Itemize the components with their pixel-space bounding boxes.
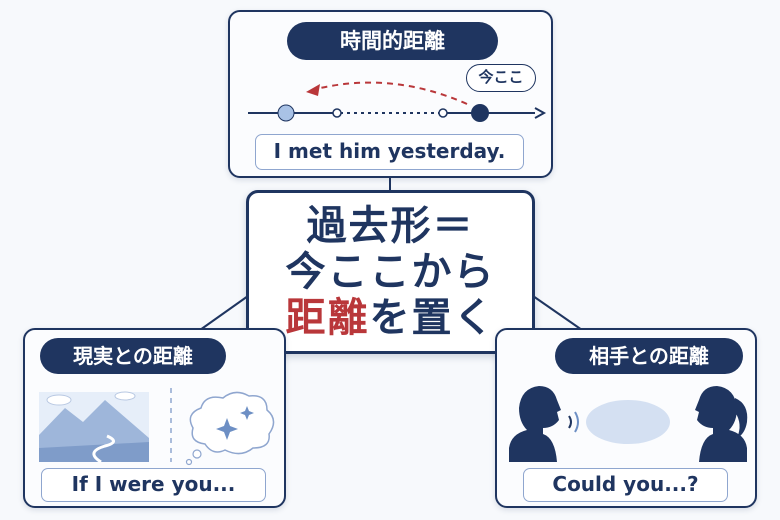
concept-line-2: 今ここから xyxy=(285,249,496,295)
listener-head-icon xyxy=(695,386,747,462)
interpersonal-illustration xyxy=(509,386,748,462)
connector-right xyxy=(532,295,583,331)
distance-space xyxy=(586,400,670,444)
mid-point-1 xyxy=(332,108,342,118)
time-distance-title: 時間的距離 xyxy=(287,22,498,60)
now-speech-bubble: 今ここ xyxy=(466,64,536,92)
concept-accent-word: 距離 xyxy=(285,295,370,341)
sparkle-icon xyxy=(240,406,254,420)
backward-arrow xyxy=(311,81,468,105)
past-point xyxy=(277,104,295,122)
main-concept-card: 過去形＝ 今ここから 距離を置く xyxy=(246,190,535,354)
time-distance-card: 時間的距離 今ここ I met him yesterday. xyxy=(228,10,553,178)
concept-line-3-rest: を置く xyxy=(369,295,496,341)
now-point xyxy=(471,104,489,122)
reality-distance-title: 現実との距離 xyxy=(40,338,226,374)
ponytail-icon xyxy=(735,398,748,438)
speaker-head-icon xyxy=(509,386,561,462)
mid-point-2 xyxy=(438,108,448,118)
interpersonal-example-sentence: Could you...? xyxy=(523,468,728,502)
mountain-landscape-icon xyxy=(39,391,149,464)
concept-line-1: 過去形＝ xyxy=(306,203,475,249)
time-example-sentence: I met him yesterday. xyxy=(255,134,524,170)
reality-example-sentence: If I were you... xyxy=(41,468,266,502)
reality-distance-card: 現実との距離 If I were you... xyxy=(23,328,286,508)
reality-illustration xyxy=(39,388,275,466)
timeline-graphic xyxy=(248,81,547,122)
arrowhead-icon xyxy=(306,84,320,96)
connector-left xyxy=(199,295,249,331)
interpersonal-distance-card: 相手との距離 Could you...? xyxy=(495,328,757,508)
interpersonal-distance-title: 相手との距離 xyxy=(555,338,743,374)
concept-line-3: 距離を置く xyxy=(249,295,532,341)
thought-cloud-icon xyxy=(185,391,275,466)
sparkle-icon xyxy=(216,418,238,440)
timeline-arrow-icon xyxy=(534,107,547,119)
sound-waves-icon xyxy=(568,411,579,433)
now-label: 今ここ xyxy=(478,68,524,86)
